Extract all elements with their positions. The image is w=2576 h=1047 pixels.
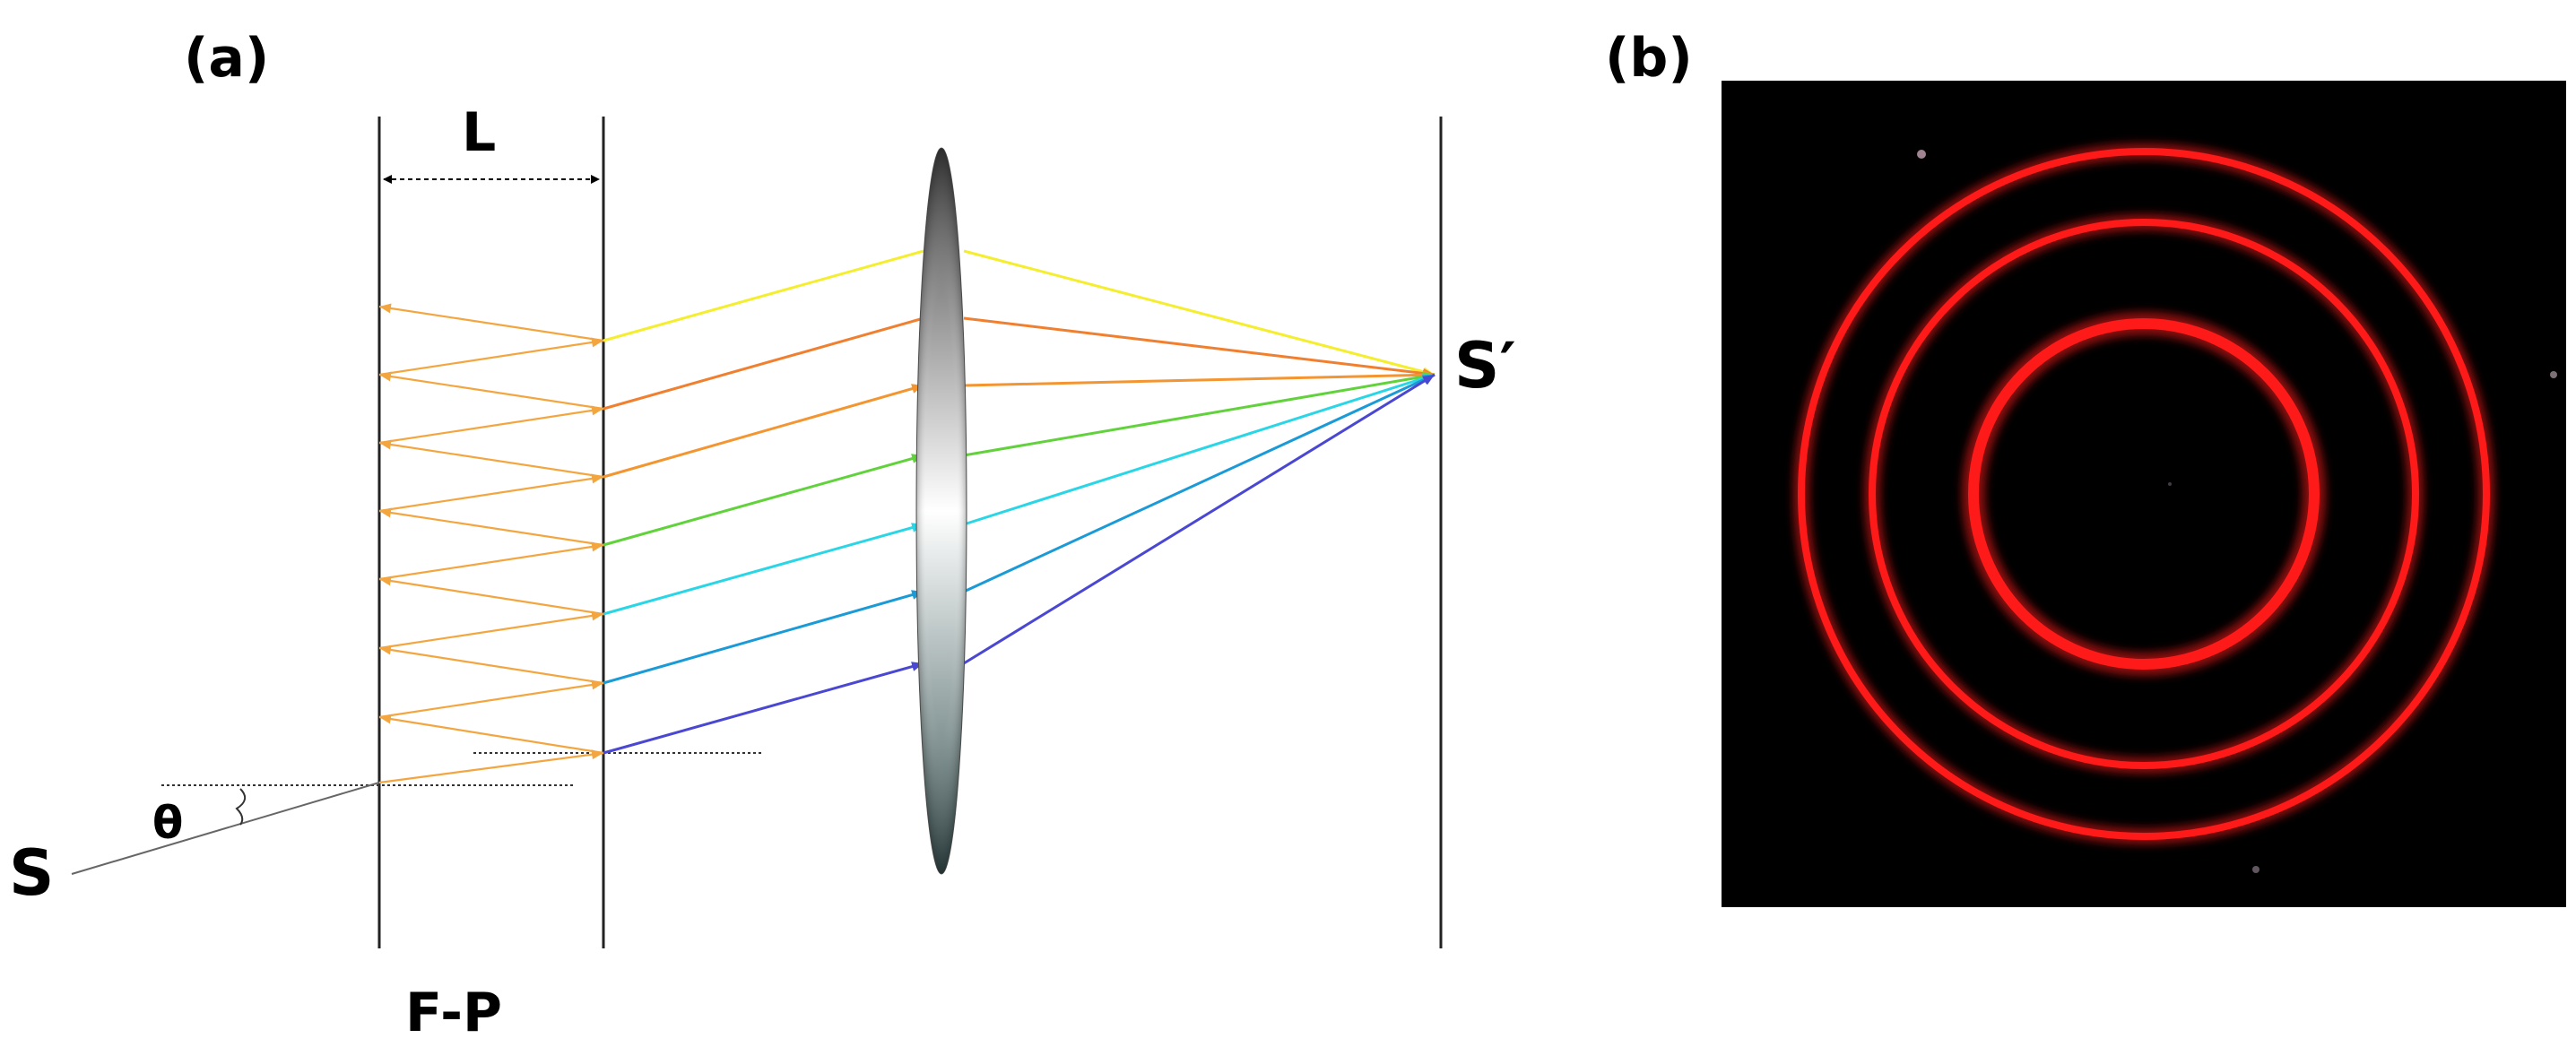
angle-label: θ (152, 797, 183, 849)
interference-rings (1793, 143, 2494, 844)
focused-ray (963, 373, 1435, 665)
internal-reflection-ray (378, 441, 604, 479)
focused-ray (963, 373, 1435, 593)
speck (1917, 150, 1926, 159)
internal-reflection-ray (378, 612, 604, 650)
gap-label: L (462, 101, 496, 164)
transmitted-ray (603, 249, 924, 342)
panel-b-label: (b) (1605, 27, 1693, 90)
internal-reflection-ray (378, 715, 604, 755)
interference-image (1722, 81, 2566, 907)
lens-shading (916, 148, 967, 874)
internal-reflection-ray (378, 751, 604, 784)
focused-ray (963, 373, 1435, 457)
focused-ray-arrowhead (1422, 375, 1435, 385)
panel-a: (a) L θ S S′ F-P (9, 27, 1516, 1044)
internal-reflection-ray (378, 543, 604, 581)
internal-reflection-ray (378, 681, 604, 719)
transmitted-ray (603, 523, 924, 616)
transmitted-ray (603, 316, 924, 411)
internal-reflection-ray (378, 509, 604, 547)
interference-ring (1798, 148, 2490, 840)
transmitted-rays (603, 249, 1435, 755)
focused-ray (963, 373, 1435, 526)
transmitted-ray (603, 384, 924, 479)
internal-reflection-ray (378, 407, 604, 445)
internal-reflection-ray (378, 339, 604, 376)
transmitted-ray (603, 590, 924, 685)
internal-reflection-ray (378, 646, 604, 685)
source-label: S (9, 836, 54, 910)
internal-reflection-ray (378, 475, 604, 513)
panel-a-label: (a) (184, 27, 269, 90)
interference-ring (1968, 318, 2320, 670)
speck (2550, 371, 2557, 378)
internal-reflection-ray (378, 305, 604, 342)
interference-ring (1869, 219, 2419, 769)
incident-ray (71, 782, 380, 875)
internal-reflections (378, 303, 604, 784)
image-point-label: S′ (1454, 329, 1516, 402)
internal-reflection-ray (378, 373, 604, 411)
focused-ray (963, 316, 1435, 376)
speck (2168, 482, 2172, 486)
internal-reflection-ray (378, 577, 604, 616)
panel-b: (b) (1605, 27, 2566, 907)
focused-ray (963, 249, 1435, 376)
focused-ray (963, 373, 1435, 387)
speck (2252, 866, 2259, 873)
internal-reflection-ray-arrowhead (379, 303, 392, 314)
transmitted-ray (603, 454, 924, 547)
etalon-label: F-P (405, 982, 502, 1044)
angle-arc (235, 788, 247, 826)
transmitted-ray (603, 662, 924, 755)
